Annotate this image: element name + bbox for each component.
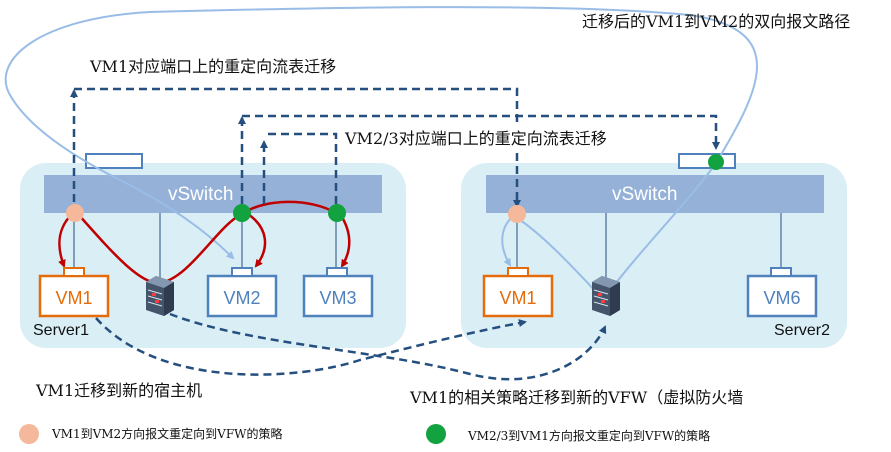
server1-vm1-label: VM1 <box>55 288 92 308</box>
server2-label: Server2 <box>774 322 831 339</box>
server1-vm2[interactable]: VM2 <box>206 267 278 318</box>
vm23-port-flow-vm3 <box>264 132 338 204</box>
legend-peach-text: VM1到VM2方向报文重定向到VFW的策略 <box>52 427 283 441</box>
server2-vm1-policy-dot <box>508 205 526 223</box>
server2-vswitch <box>486 175 824 213</box>
server2-uplink-policy-dot <box>708 154 724 170</box>
server1-vm3-policy-dot <box>328 204 346 222</box>
server2-vm1-label: VM1 <box>499 288 536 308</box>
vm1-host-migration-line <box>95 317 527 376</box>
server2-uplink-port <box>678 153 736 169</box>
server2-vm6-label: VM6 <box>763 288 800 308</box>
vfw-policy-migrate-label: VM1的相关策略迁移到新的VFW（虚拟防火墙 <box>410 388 744 407</box>
server1-vswitch <box>44 175 382 213</box>
server1-vm1-policy-dot <box>66 204 84 222</box>
vm1-port-flow-label: VM1对应端口上的重定向流表迁移 <box>90 57 337 76</box>
server1-label: Server1 <box>33 322 90 339</box>
server1-vm1[interactable]: VM1 <box>38 267 110 318</box>
legend-green-dot <box>426 424 446 444</box>
firewall-icon[interactable] <box>592 276 620 316</box>
redirect-vm2-down <box>247 212 267 268</box>
server2-vswitch-label: vSwitch <box>612 184 678 205</box>
server1-vm3[interactable]: VM3 <box>302 267 374 318</box>
migration-return-path <box>4 6 758 260</box>
legend-peach-dot <box>19 424 39 444</box>
fw-to-switch-path <box>605 162 717 297</box>
server1-vm2-policy-dot <box>233 204 251 222</box>
vm23-port-flow-top <box>242 114 720 150</box>
server1-vm2-label: VM2 <box>223 288 260 308</box>
server1-vswitch-label: vSwitch <box>168 184 234 205</box>
firewall-icon[interactable] <box>146 276 174 316</box>
vm23-port-flow-label: VM2/3对应端口上的重定向流表迁移 <box>345 125 607 149</box>
path-after-migration-label: 迁移后的VM1到VM2的双向报文路径 <box>582 12 851 31</box>
vm1-migrate-host-label: VM1迁移到新的宿主机 <box>36 381 203 400</box>
vm1-port-flow-top <box>74 87 521 208</box>
legend-green-text: VM2/3到VM1方向报文重定向到VFW的策略 <box>468 429 711 443</box>
server1-vm3-label: VM3 <box>319 288 356 308</box>
server2-vm6[interactable]: VM6 <box>746 267 818 318</box>
server2-vm1[interactable]: VM1 <box>482 267 554 318</box>
